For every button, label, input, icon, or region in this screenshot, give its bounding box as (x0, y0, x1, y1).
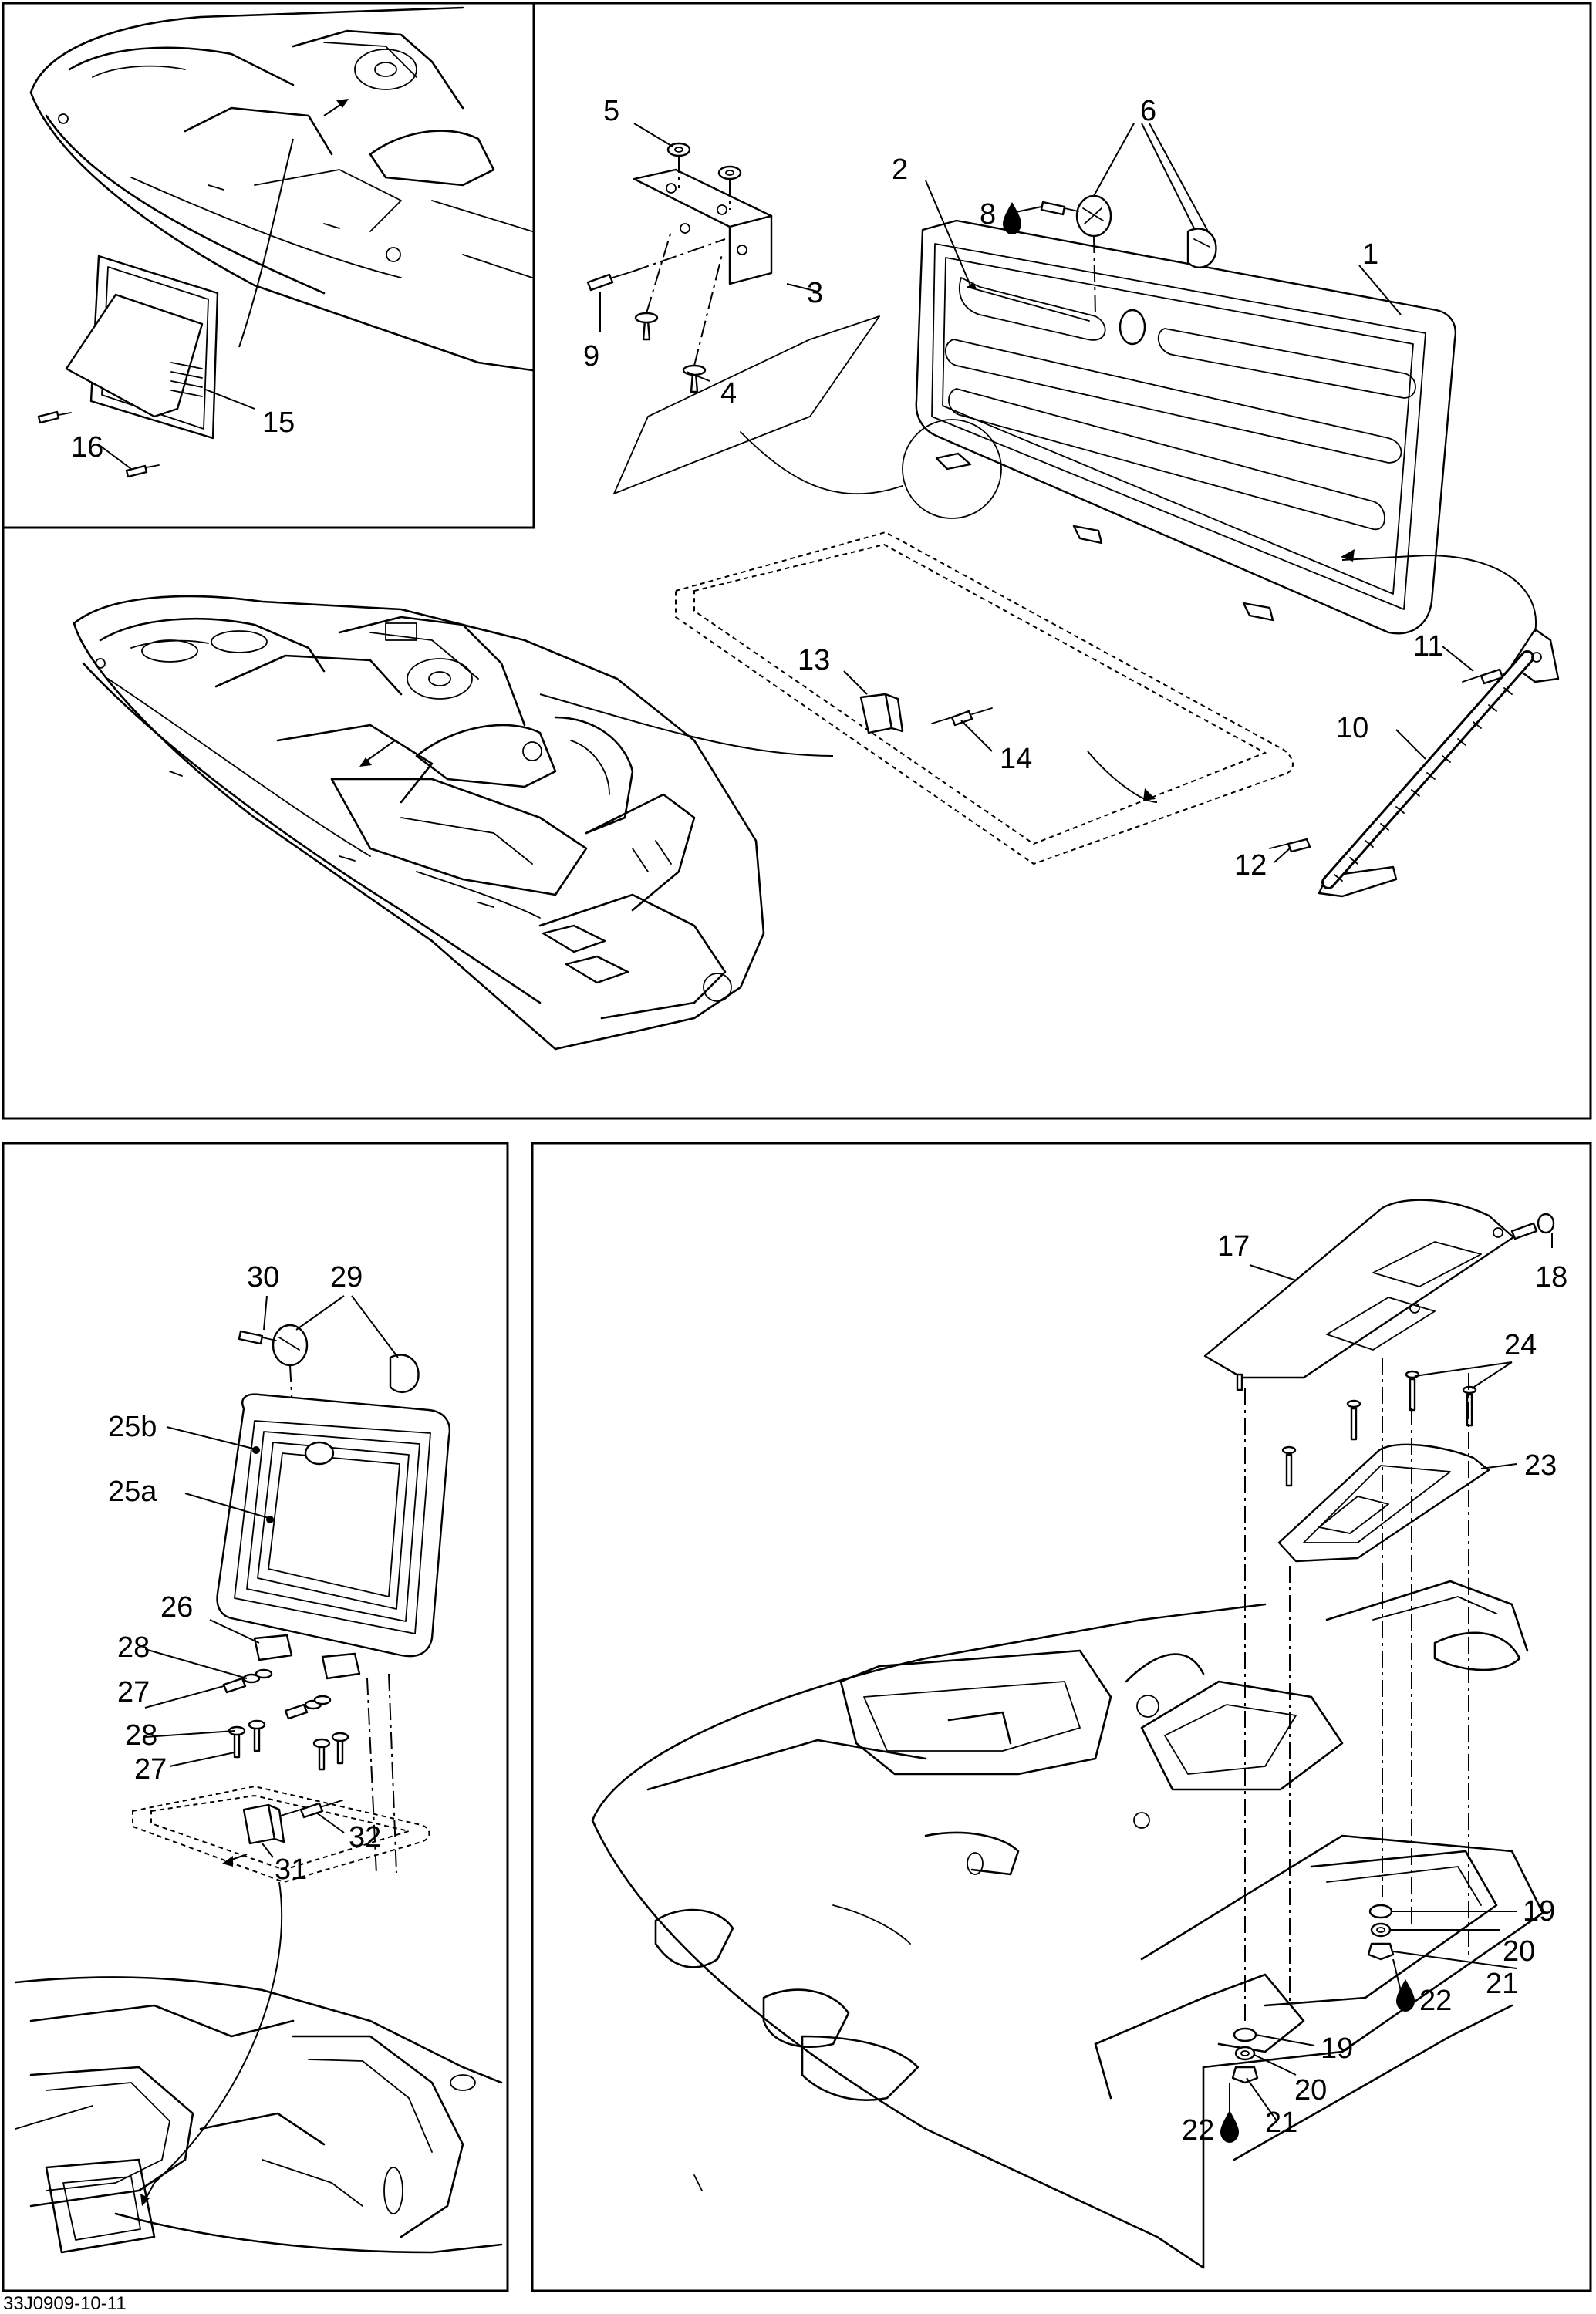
storage-opening-outline (675, 531, 1294, 865)
washer-5 (666, 142, 742, 180)
rivet-4 (634, 312, 707, 393)
label-19a: 19 (1523, 1895, 1555, 1928)
full-boat-view (73, 595, 834, 1051)
panel-bottom-left (2, 1142, 509, 2292)
tray-23 (1277, 1443, 1490, 1563)
label-17: 17 (1217, 1230, 1250, 1263)
screw-18 (1510, 1213, 1555, 1240)
label-8: 8 (980, 198, 996, 231)
storage-opening-small-inner (150, 1794, 412, 1871)
axis-line-6 (1093, 235, 1096, 317)
detail-bracket-line (613, 315, 880, 494)
label-27b: 27 (134, 1753, 167, 1786)
axis-lines-26 (366, 1673, 397, 1875)
label-32: 32 (349, 1821, 381, 1854)
screw-16 (37, 410, 160, 478)
label-9: 9 (583, 340, 599, 373)
hinge-3 (633, 168, 773, 285)
latch-6 (1075, 194, 1217, 268)
screw-12 (1269, 838, 1311, 853)
hardware-19-22-upper (1367, 1904, 1395, 1961)
boat-bow-inset (29, 6, 534, 372)
label-24: 24 (1504, 1329, 1537, 1361)
label-22b: 22 (1182, 2114, 1214, 2147)
label-29: 29 (330, 1261, 363, 1294)
arrow-opening (1087, 751, 1158, 803)
panel-bottom-right (531, 1142, 1592, 2292)
rear-cover-17 (1203, 1199, 1515, 1391)
screw-30 (238, 1330, 277, 1345)
label-15: 15 (262, 406, 295, 439)
latch-29 (272, 1324, 420, 1394)
screw-9 (586, 271, 633, 292)
label-20b: 20 (1294, 2074, 1327, 2107)
storage-opening-small (132, 1785, 430, 1884)
screw-14 (931, 707, 993, 727)
storage-cover-1 (915, 219, 1457, 635)
label-12: 12 (1234, 849, 1267, 882)
diagram-code: 33J0909-10-11 (3, 2293, 127, 2314)
label-31: 31 (275, 1854, 307, 1886)
label-19b: 19 (1321, 2032, 1353, 2065)
label-30: 30 (247, 1261, 279, 1294)
label-27a: 27 (117, 1676, 150, 1709)
detail-link (740, 431, 903, 495)
striker-13 (859, 693, 904, 734)
label-28b: 28 (125, 1719, 157, 1752)
axis-lines-17 (1244, 1358, 1469, 2021)
link-small (154, 1881, 283, 2184)
screw-32 (280, 1800, 343, 1819)
label-25b: 25b (108, 1411, 157, 1443)
label-4: 4 (720, 377, 737, 410)
label-11: 11 (1413, 630, 1443, 663)
label-21b: 21 (1265, 2107, 1297, 2139)
label-6: 6 (1140, 95, 1156, 127)
label-23: 23 (1524, 1449, 1557, 1482)
rear-hull-view (591, 1580, 1544, 2269)
label-25a: 25a (108, 1476, 157, 1508)
screw-11 (1462, 668, 1504, 685)
storage-opening-inner (693, 543, 1267, 845)
label-18: 18 (1535, 1261, 1567, 1294)
label-1: 1 (1362, 238, 1378, 271)
liquid-drop-icon (1220, 2110, 1239, 2143)
storage-cover-25 (216, 1393, 451, 1658)
label-28a: 28 (117, 1631, 150, 1664)
axis-lines-5 (678, 156, 731, 210)
rear-deck-view (14, 1976, 503, 2254)
strut-link (1341, 554, 1537, 633)
liquid-drop-icon (1003, 202, 1021, 234)
axis-line-9 (632, 238, 726, 272)
label-3: 3 (807, 277, 823, 309)
striker-31 (242, 1803, 285, 1845)
label-2: 2 (892, 153, 908, 186)
callout-labels: 1 2 3 4 5 6 8 9 10 11 12 13 14 15 16 17 … (71, 95, 1567, 2147)
label-16: 16 (71, 431, 103, 464)
label-21a: 21 (1486, 1968, 1518, 2000)
gas-strut-10 (1318, 628, 1560, 898)
detail-bracket-line-2 (613, 315, 880, 494)
label-14: 14 (1000, 743, 1032, 775)
liquid-drop-icon (1396, 1979, 1415, 2012)
panel-top-main (2, 2, 1592, 1120)
leader-lines (100, 123, 1553, 2129)
axis-lines-4 (646, 231, 723, 366)
detail-circle (902, 419, 1002, 519)
label-5: 5 (603, 95, 619, 127)
label-22a: 22 (1419, 1985, 1452, 2017)
screw-8 (1040, 201, 1079, 216)
hardware-19-22-lower (1231, 2027, 1259, 2084)
hinge-26 (253, 1634, 361, 1680)
label-20a: 20 (1503, 1935, 1535, 1968)
glove-box-door-15 (65, 255, 219, 440)
label-13: 13 (798, 644, 830, 676)
label-10: 10 (1336, 712, 1368, 744)
fastener-27-28 (222, 1668, 349, 1771)
label-26: 26 (160, 1591, 193, 1624)
